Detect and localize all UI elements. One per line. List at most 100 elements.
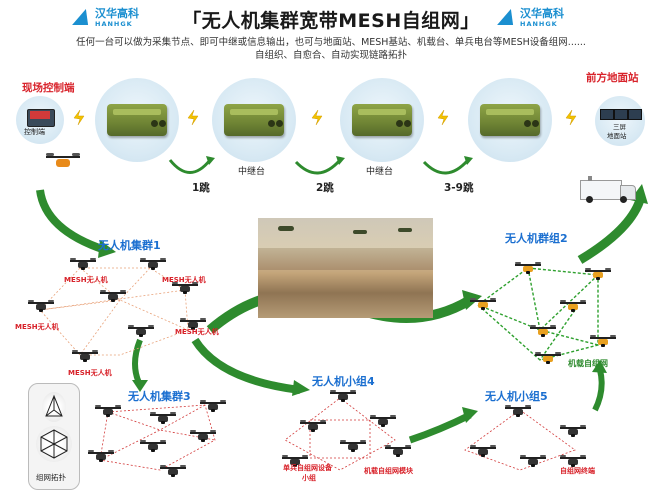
helicopter-icon bbox=[398, 228, 412, 232]
lightning-icon bbox=[565, 109, 577, 126]
drone-icon bbox=[505, 405, 531, 417]
drone-icon bbox=[560, 455, 586, 467]
battlefield-photo bbox=[258, 218, 433, 318]
drone-icon bbox=[28, 300, 54, 312]
left-endpoint-title: 现场控制端 bbox=[22, 82, 75, 94]
flow-arrow-left-down bbox=[36, 189, 107, 254]
topology-legend: 组网拓扑 bbox=[28, 383, 80, 490]
tetrahedron-topology-icon bbox=[42, 392, 66, 422]
flow-arrow-to-group5 bbox=[408, 411, 472, 444]
laptop-screen-icon bbox=[30, 111, 50, 119]
title-bracket-right-icon: 」 bbox=[460, 10, 480, 32]
drone-icon bbox=[88, 450, 114, 462]
cluster3-title: 无人机集群3 bbox=[128, 390, 191, 403]
drone-icon bbox=[100, 290, 126, 302]
mesh-drone-label: MESH无人机 bbox=[64, 276, 108, 284]
lightning-icon bbox=[187, 109, 199, 126]
ground-station-label-2: 地面站 bbox=[607, 132, 627, 140]
airborne-module-label: 机载自组网模块 bbox=[364, 467, 413, 475]
mesh-topology-icon bbox=[36, 426, 72, 462]
control-end-label: 控制端 bbox=[24, 128, 45, 136]
ground-station-label-1: 三屏 bbox=[613, 123, 626, 131]
truck-icon bbox=[580, 176, 636, 203]
title-text: 无人机集群宽带MESH自组网 bbox=[201, 10, 461, 32]
drone-icon bbox=[590, 335, 616, 347]
mesh-drone-label: MESH无人机 bbox=[15, 323, 59, 331]
title-bracket-left-icon: 「 bbox=[182, 10, 202, 32]
soldier-station-label: 单兵自组网设备 bbox=[283, 464, 332, 472]
drone-icon bbox=[70, 258, 96, 270]
hop-arrow-2 bbox=[294, 158, 342, 175]
hop-arrow-1 bbox=[168, 159, 212, 174]
drone-icon bbox=[330, 390, 356, 402]
drone-icon bbox=[385, 445, 411, 457]
cluster1-title: 无人机集群1 bbox=[98, 239, 161, 252]
drone-icon bbox=[470, 298, 496, 310]
logo-cn-text: 汉华高科 bbox=[520, 7, 564, 20]
page-title: 「无人机集群宽带MESH自组网」 bbox=[0, 6, 662, 33]
drone-icon bbox=[46, 153, 80, 171]
drone-icon bbox=[128, 325, 154, 337]
drone-icon bbox=[340, 440, 366, 452]
drone-icon bbox=[530, 325, 556, 337]
mesh-drone-label: MESH无人机 bbox=[68, 369, 112, 377]
drone-icon bbox=[72, 350, 98, 362]
ground-station-node: 三屏 地面站 bbox=[595, 96, 645, 146]
right-endpoint-title: 前方地面站 bbox=[586, 72, 639, 84]
mesh-drone-label: MESH无人机 bbox=[175, 328, 219, 336]
flow-arrow-to-cluster3 bbox=[132, 338, 143, 387]
screen-icon bbox=[628, 109, 642, 120]
relay-label-1: 中继台 bbox=[238, 167, 266, 177]
airborne-net-label: 机载自组网 bbox=[568, 359, 608, 368]
logo-en-text: HANHGK bbox=[520, 20, 558, 28]
drone-icon bbox=[200, 400, 226, 412]
group4-title: 无人机小组4 bbox=[312, 375, 375, 388]
net-terminal-label: 自组网终端 bbox=[560, 467, 595, 475]
drone-icon bbox=[300, 420, 326, 432]
subtitle-line-1: 任何一台可以做为采集节点、即可中继或信息输出，也可与地面站、MESH基站、机载台… bbox=[76, 37, 586, 48]
mesh-radio-icon bbox=[352, 104, 412, 136]
drone-icon bbox=[515, 262, 541, 274]
drone-icon bbox=[140, 258, 166, 270]
logo-en-text: HANHGK bbox=[95, 20, 133, 28]
topology-label: 组网拓扑 bbox=[36, 473, 66, 482]
flow-arrow-to-ground bbox=[577, 198, 645, 264]
drone-icon bbox=[560, 300, 586, 312]
drone-icon bbox=[520, 455, 546, 467]
subtitle-line-2: 自组织、自愈合、自动实现链路拓扑 bbox=[254, 50, 407, 61]
helicopter-icon bbox=[353, 230, 367, 234]
drone-icon bbox=[370, 415, 396, 427]
flow-arrow-up-right bbox=[592, 369, 605, 412]
mesh-radio-icon bbox=[107, 104, 167, 136]
drone-icon bbox=[470, 445, 496, 457]
drone-icon bbox=[172, 282, 198, 294]
mesh-drone-label: MESH无人机 bbox=[162, 276, 206, 284]
drone-icon bbox=[282, 455, 308, 467]
soldier-group-label: 小组 bbox=[302, 474, 316, 482]
hop-label-2: 2跳 bbox=[316, 182, 334, 194]
hop-arrow-3 bbox=[422, 158, 470, 175]
screen-icon bbox=[614, 109, 628, 120]
drone-icon bbox=[535, 352, 561, 364]
mesh-radio-icon bbox=[480, 104, 540, 136]
relay-node-1 bbox=[95, 78, 179, 162]
control-end-node: 控制端 bbox=[16, 96, 64, 144]
relay-node-4 bbox=[468, 78, 552, 162]
lightning-icon bbox=[73, 109, 85, 126]
drone-icon bbox=[190, 430, 216, 442]
hop-label-1: 1跳 bbox=[192, 182, 210, 194]
drone-icon bbox=[180, 318, 206, 330]
cluster2-title: 无人机群组2 bbox=[505, 232, 568, 245]
drone-icon bbox=[560, 425, 586, 437]
relay-node-2 bbox=[212, 78, 296, 162]
lightning-icon bbox=[311, 109, 323, 126]
drone-icon bbox=[140, 440, 166, 452]
drone-icon bbox=[585, 268, 611, 280]
relay-node-3 bbox=[340, 78, 424, 162]
drone-icon bbox=[160, 465, 186, 477]
relay-label-2: 中继台 bbox=[366, 167, 394, 177]
flow-arrow-to-group4 bbox=[191, 337, 301, 394]
